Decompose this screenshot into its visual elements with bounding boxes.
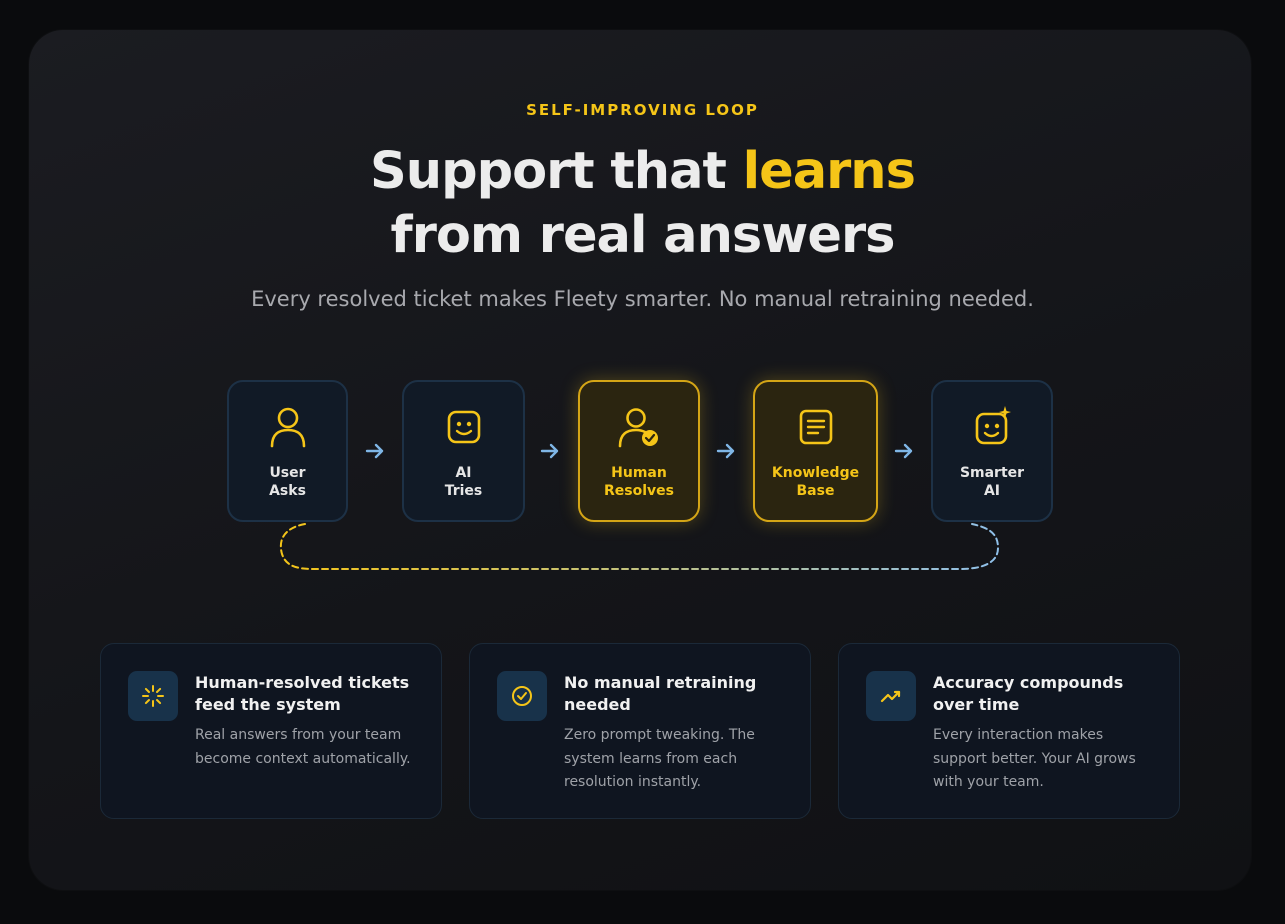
user-check-icon — [618, 408, 658, 448]
feature-card-human-resolved: Human-resolved tickets feed the system R… — [100, 643, 442, 819]
feature-title: No manual retraining needed — [564, 673, 757, 714]
section-eyebrow: SELF-IMPROVING LOOP — [526, 101, 759, 119]
arrow-right-icon — [894, 443, 913, 459]
feature-description: Real answers from your team become conte… — [195, 727, 411, 767]
trend-up-icon — [880, 690, 901, 703]
arrow-right-icon — [365, 443, 384, 459]
dashed-loop-connector — [279, 523, 1000, 570]
check-circle-icon — [512, 686, 532, 706]
feature-icon-box — [497, 671, 547, 721]
user-icon — [270, 407, 305, 448]
headline-line-2: from real answers — [390, 206, 896, 265]
arrow-right-icon — [540, 443, 559, 459]
subtitle: Every resolved ticket makes Fleety smart… — [251, 287, 1034, 311]
headline: Support that learns from real answers — [0, 140, 1285, 268]
document-icon — [799, 409, 832, 445]
feature-title: Human-resolved tickets feed the system — [195, 673, 410, 714]
bot-face-icon — [447, 410, 480, 444]
feature-description: Zero prompt tweaking. The system learns … — [564, 727, 755, 790]
headline-prefix: Support that — [370, 142, 743, 201]
feature-description: Every interaction makes support better. … — [933, 727, 1136, 790]
feature-card-no-retraining: No manual retraining needed Zero prompt … — [469, 643, 811, 819]
headline-accent: learns — [742, 142, 916, 201]
bot-face-spark-icon — [975, 406, 1011, 445]
feature-card-accuracy: Accuracy compounds over time Every inter… — [838, 643, 1180, 819]
arrow-right-icon — [716, 443, 735, 459]
sparkle-icon — [142, 685, 164, 707]
feature-title: Accuracy compounds over time — [933, 673, 1124, 714]
feature-icon-box — [866, 671, 916, 721]
feature-icon-box — [128, 671, 178, 721]
